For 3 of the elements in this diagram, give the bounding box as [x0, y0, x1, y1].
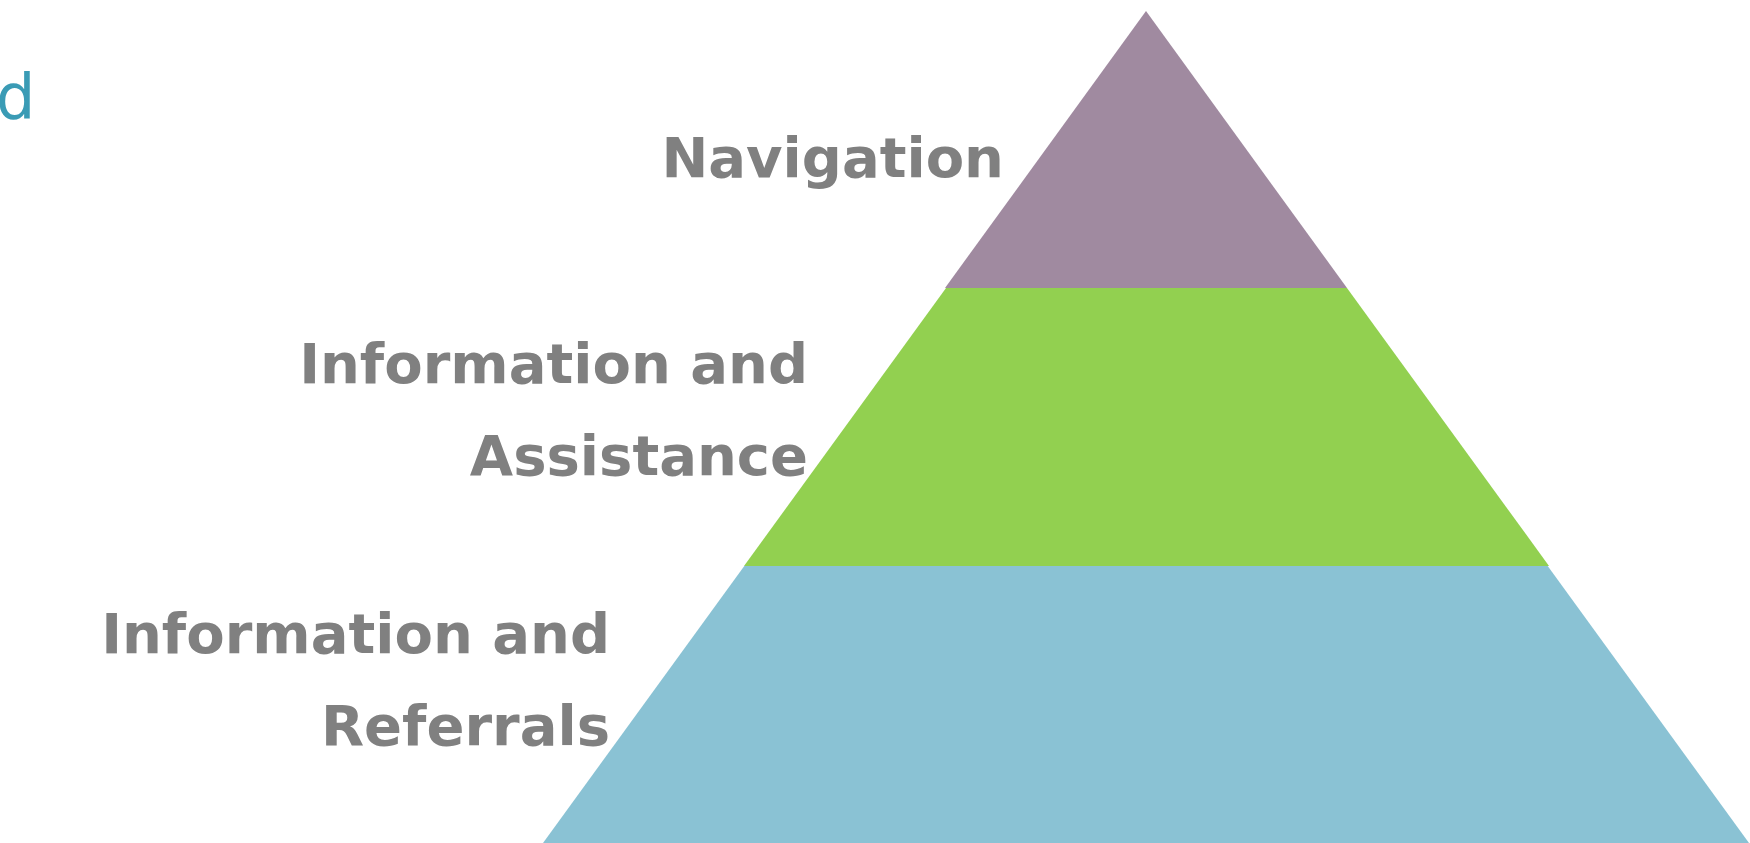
tier-label: Information and Referrals	[100, 600, 610, 760]
tier-label: Information and Assistance	[298, 330, 808, 490]
tier-label: Navigation	[660, 124, 1004, 192]
